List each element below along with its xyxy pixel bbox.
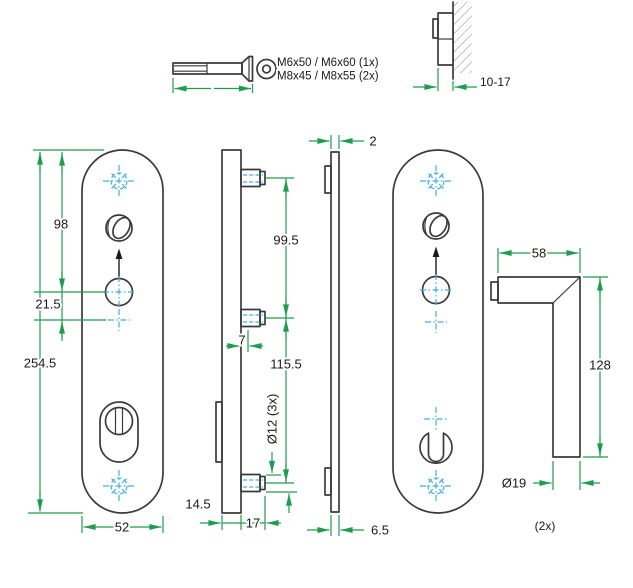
door-hatching — [453, 2, 472, 73]
thin-plate-thickness-label: 2 — [369, 134, 376, 149]
boss-diameter-label: Ø12 (3x) — [265, 394, 280, 445]
thumbturn-knob — [105, 214, 133, 242]
thumbturn-knob — [422, 212, 450, 240]
fixing-point-mark-bottom — [103, 470, 135, 502]
interior-plate-front-view — [392, 149, 484, 514]
boss-offset-label: 7 — [238, 333, 245, 348]
handle-outline — [497, 276, 581, 458]
thin-plate-pin-bottom — [324, 467, 332, 496]
lever-handle-view: 58 128 Ø19 (2x) — [490, 244, 613, 535]
screw-spacing-top-label: 99.5 — [273, 233, 298, 248]
exterior-plate-dimensions: 254.5 98 21.5 52 — [22, 149, 164, 537]
door-thickness-label: 10-17 — [480, 75, 511, 89]
door-thickness-dimension: 10-17 — [413, 68, 513, 91]
handle-quantity-label: (2x) — [535, 519, 556, 533]
screw-socket — [261, 64, 272, 74]
plate-thickness-label: 14.5 — [185, 497, 210, 512]
handle-dimensions: 58 128 Ø19 — [497, 244, 613, 493]
plate-body-side — [221, 149, 242, 514]
screw-countersunk-head — [241, 55, 254, 82]
side-view-dimensions: 99.5 115.5 Ø12 (3x) 7 14.5 17 — [183, 177, 304, 533]
screw-head-face-view — [256, 58, 277, 80]
turn-direction-arrow — [432, 246, 440, 276]
interior-plate-side-view: 2 6.5 — [307, 132, 391, 540]
fixing-screw-drawing: M6x50 / M6x60 (1x) M8x45 / M8x55 (2x) — [172, 55, 381, 93]
cylinder-guard-side — [215, 401, 223, 463]
thin-plate-dimensions: 2 6.5 — [307, 132, 391, 540]
screw-boss-middle — [240, 308, 266, 328]
centre-cross-mark — [425, 311, 447, 333]
grip-length-label: 128 — [589, 358, 611, 373]
screw-boss-bottom — [240, 473, 266, 493]
exterior-plate-outline — [81, 149, 164, 514]
screw-spacing-bottom-label: 115.5 — [270, 357, 302, 372]
handle-bend-miter-line — [552, 277, 580, 304]
fixing-point-mark-bottom — [420, 470, 452, 502]
cylinder-guard — [99, 401, 139, 463]
screw-boss-top — [240, 168, 266, 188]
plate-width-label: 52 — [115, 520, 129, 535]
exterior-plate-front-view: 254.5 98 21.5 52 — [22, 149, 164, 537]
spindle-hole — [103, 276, 135, 308]
exterior-plate-side-view: 99.5 115.5 Ø12 (3x) 7 14.5 17 — [183, 149, 304, 533]
door-section-drawing: 10-17 — [413, 1, 513, 91]
euro-cylinder-cutout — [419, 407, 453, 465]
fixing-point-mark-top — [420, 165, 452, 197]
top-hole-offset-label: 98 — [54, 217, 68, 232]
screw-length-dimension — [172, 78, 254, 93]
thin-plate-depth-label: 6.5 — [371, 523, 389, 538]
turn-direction-arrow — [115, 248, 123, 278]
handle-spindle-hub — [490, 281, 499, 301]
fixing-point-mark-top — [103, 165, 135, 197]
screw-spec-line1: M6x50 / M6x60 (1x) — [277, 57, 379, 69]
total-depth-label: 17 — [246, 516, 260, 531]
knob-offset-label: 21.5 — [35, 297, 60, 312]
plate-height-label: 254.5 — [24, 356, 57, 371]
thin-plate-body — [330, 151, 340, 513]
interior-plate-outline — [392, 149, 484, 514]
spindle-hole — [420, 274, 452, 306]
centre-cross-mark — [108, 309, 130, 331]
thin-plate-pin-top — [324, 165, 332, 194]
fitting-section-cap — [432, 18, 439, 39]
grip-diameter-label: Ø19 — [502, 476, 527, 491]
screw-spec-line2: M8x45 / M8x55 (2x) — [277, 71, 379, 83]
arm-length-label: 58 — [532, 246, 546, 261]
